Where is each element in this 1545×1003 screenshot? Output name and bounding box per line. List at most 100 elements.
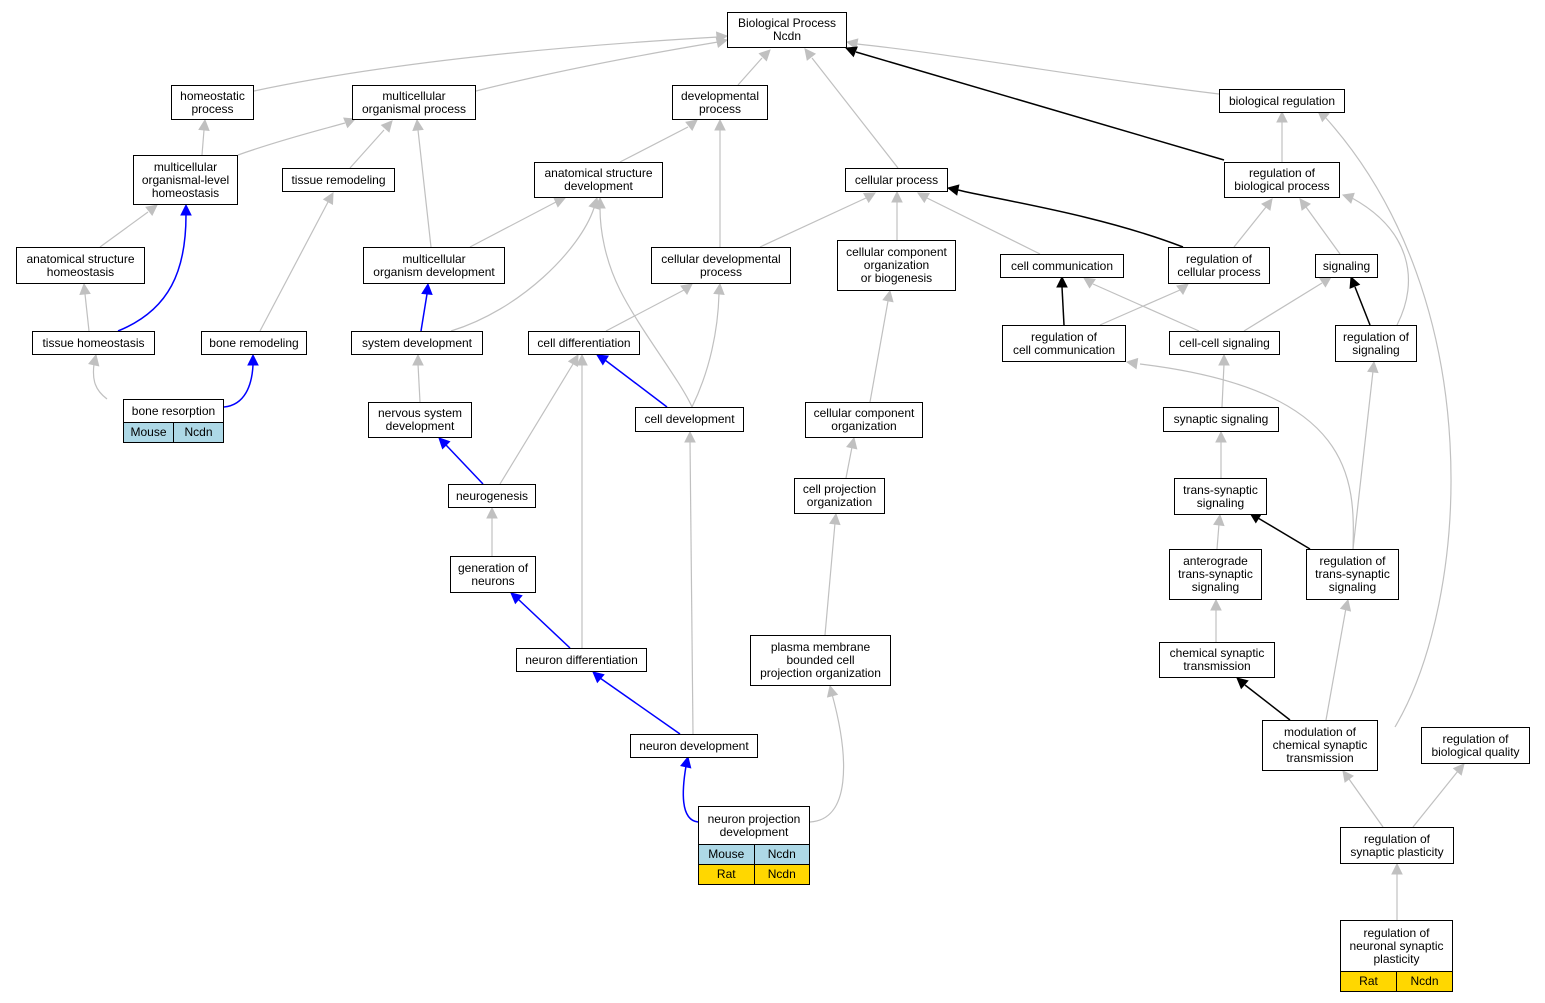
node-neuron-differentiation[interactable]: neuron differentiation <box>516 648 647 672</box>
edge-line <box>469 201 557 248</box>
species-cell: Rat <box>1359 974 1378 988</box>
node-nervous-system-development[interactable]: nervous system development <box>368 402 472 438</box>
node-neurogenesis[interactable]: neurogenesis <box>448 484 536 508</box>
edge-arrowhead <box>1341 192 1355 204</box>
node-cellular-component-organization-or-biogenesis[interactable]: cellular component organization or bioge… <box>837 240 956 291</box>
node-modulation-of-chemical-synaptic-transmission[interactable]: modulation of chemical synaptic transmis… <box>1262 720 1378 771</box>
edge-line <box>349 129 385 169</box>
edge-line <box>737 57 763 86</box>
node-system-development[interactable]: system development <box>351 331 483 355</box>
node-regulation-of-neuronal-synaptic-plasticity[interactable]: regulation of neuronal synaptic plastici… <box>1340 920 1453 992</box>
edge-arrowhead <box>596 354 609 366</box>
node-bone-remodeling[interactable]: bone remodeling <box>201 331 307 355</box>
edge-line <box>253 36 719 92</box>
edge-arrowhead <box>486 506 498 519</box>
annotation-row: Rat Ncdn <box>1341 971 1452 991</box>
edge-line <box>99 211 149 248</box>
edge-line <box>869 300 889 403</box>
node-neuron-development[interactable]: neuron development <box>630 734 758 758</box>
node-cellular-process[interactable]: cellular process <box>845 168 948 192</box>
edge-line <box>92 363 108 400</box>
node-anatomical-structure-development[interactable]: anatomical structure development <box>534 162 663 198</box>
edge-line <box>417 129 432 248</box>
node-regulation-of-synaptic-plasticity[interactable]: regulation of synaptic plasticity <box>1340 827 1454 864</box>
species-cell: Mouse <box>130 425 167 439</box>
edge-line <box>475 41 719 92</box>
node-multicellular-organism-development[interactable]: multicellular organism development <box>363 247 505 284</box>
edge-arrowhead <box>685 119 698 132</box>
node-cellular-component-organization[interactable]: cellular component organization <box>805 402 923 438</box>
node-homeostatic-process[interactable]: homeostatic process <box>171 85 254 120</box>
edge-line <box>259 201 329 332</box>
node-neuron-projection-development[interactable]: neuron projection development Mouse Ncdn… <box>698 806 810 885</box>
node-signaling[interactable]: signaling <box>1315 254 1378 278</box>
edge-arrowhead <box>1367 360 1379 374</box>
edge-line <box>117 214 187 332</box>
node-chemical-synaptic-transmission[interactable]: chemical synaptic transmission <box>1159 642 1275 678</box>
node-regulation-of-trans-synaptic-signaling[interactable]: regulation of trans-synaptic signaling <box>1306 549 1399 600</box>
node-regulation-of-biological-process[interactable]: regulation of biological process <box>1224 162 1340 198</box>
node-cell-projection-organization[interactable]: cell projection organization <box>794 478 885 514</box>
edge-arrowhead <box>145 204 158 217</box>
edge-arrowhead <box>758 49 771 62</box>
edge-line <box>926 197 1041 255</box>
annotation-row: Rat Ncdn <box>699 864 809 884</box>
edge-line <box>420 293 428 332</box>
edge-arrowhead <box>1213 513 1225 527</box>
edge-line <box>957 189 1184 248</box>
edge-arrowhead <box>1339 598 1352 612</box>
edge-arrowhead <box>826 684 839 698</box>
edge-line <box>517 598 571 649</box>
node-plasma-membrane-bounded-cell-projection-organization[interactable]: plasma membrane bounded cell projection … <box>750 635 891 686</box>
node-biological-regulation[interactable]: biological regulation <box>1219 89 1345 113</box>
edge-line <box>856 43 1220 95</box>
node-cell-cell-signaling[interactable]: cell-cell signaling <box>1169 331 1280 355</box>
edge-arrowhead <box>1342 770 1354 783</box>
node-bone-resorption[interactable]: bone resorption Mouse Ncdn <box>123 399 224 443</box>
edge-line <box>1061 286 1065 326</box>
edge-line <box>1233 206 1267 248</box>
node-regulation-of-cellular-process[interactable]: regulation of cellular process <box>1168 247 1270 284</box>
node-generation-of-neurons[interactable]: generation of neurons <box>450 556 536 593</box>
node-cell-differentiation[interactable]: cell differentiation <box>528 331 640 355</box>
node-trans-synaptic-signaling[interactable]: trans-synaptic signaling <box>1174 478 1267 515</box>
node-biological-process-root[interactable]: Biological Process Ncdn <box>727 12 847 48</box>
annotation-row: Mouse Ncdn <box>124 422 223 442</box>
node-anterograde-trans-synaptic-signaling[interactable]: anterograde trans-synaptic signaling <box>1169 549 1262 600</box>
edge-arrowhead <box>1083 277 1096 289</box>
edge-arrowhead <box>1056 275 1068 288</box>
edge-arrowhead <box>917 192 930 204</box>
node-developmental-process[interactable]: developmental process <box>672 85 768 120</box>
node-cell-communication[interactable]: cell communication <box>1000 254 1124 278</box>
edge-line <box>445 444 484 485</box>
node-anatomical-structure-homeostasis[interactable]: anatomical structure homeostasis <box>16 247 145 284</box>
edge-arrowhead <box>882 289 894 303</box>
edge-line <box>237 122 346 156</box>
node-multicellular-organismal-level-homeostasis[interactable]: multicellular organismal-level homeostas… <box>133 155 238 205</box>
edge-line <box>811 57 899 169</box>
edge-arrowhead <box>863 192 876 204</box>
node-multicellular-organismal-process[interactable]: multicellular organismal process <box>352 85 476 120</box>
edge-line <box>599 207 693 408</box>
edge-arrowhead <box>88 353 100 367</box>
node-regulation-of-neuronal-synaptic-plasticity-label: regulation of neuronal synaptic plastici… <box>1349 925 1444 966</box>
edge-arrowhead <box>576 353 588 366</box>
node-regulation-of-cell-communication[interactable]: regulation of cell communication <box>1002 325 1126 362</box>
edge-line <box>1243 282 1323 332</box>
edge-line <box>1325 607 1347 721</box>
node-synaptic-signaling[interactable]: synaptic signaling <box>1163 407 1279 432</box>
node-cell-development[interactable]: cell development <box>635 407 744 432</box>
edge-arrowhead <box>553 196 567 208</box>
node-regulation-of-biological-quality[interactable]: regulation of biological quality <box>1421 727 1530 764</box>
edge-arrowhead <box>714 118 726 131</box>
edge-line <box>1257 517 1311 550</box>
node-tissue-homeostasis[interactable]: tissue homeostasis <box>32 331 155 355</box>
edge-line <box>619 126 689 163</box>
gene-cell: Ncdn <box>1396 972 1452 991</box>
node-cellular-developmental-process[interactable]: cellular developmental process <box>651 247 791 284</box>
node-tissue-remodeling[interactable]: tissue remodeling <box>282 168 395 192</box>
edge-arrowhead <box>380 120 393 133</box>
edge-line <box>599 677 681 735</box>
node-regulation-of-signaling[interactable]: regulation of signaling <box>1335 325 1417 362</box>
edge-arrowhead <box>1218 353 1230 366</box>
